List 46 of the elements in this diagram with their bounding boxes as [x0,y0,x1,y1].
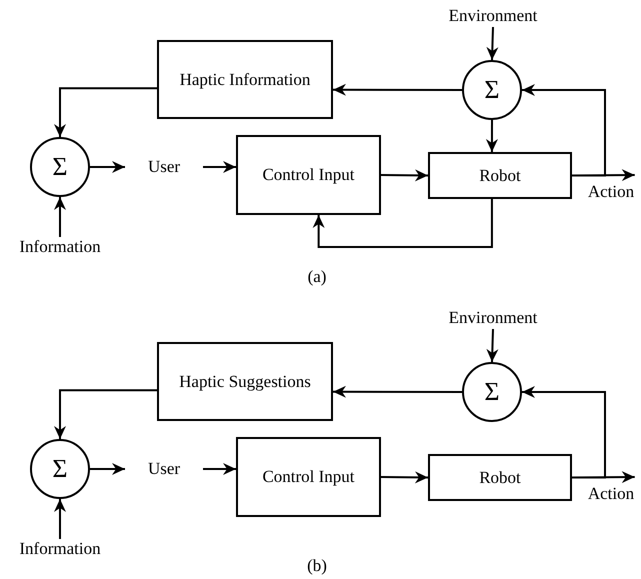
panel-caption: (a) [306,267,328,287]
arrow [54,389,157,439]
signal-label: User [125,459,203,479]
arrow [90,463,125,475]
input-label: Environment [443,307,543,329]
arrow [486,26,498,60]
arrow [203,161,236,173]
process-box [236,437,381,517]
arrow [486,120,498,152]
sigma-symbol: Σ [484,75,500,105]
input-label: Information [10,539,110,559]
arrow [203,463,236,475]
arrow [380,169,428,182]
box-label: Robot [479,468,521,488]
signal-label: User [125,157,203,177]
process-box [428,152,572,199]
arrow [380,471,428,484]
arrow [522,386,606,478]
box-label: Haptic Suggestions [179,372,311,392]
box-label: Control Input [262,165,355,185]
box-label: Robot [479,166,521,186]
process-box [428,454,572,501]
arrow [54,499,66,539]
box-label: Control Input [262,467,355,487]
output-label: Action [584,477,638,504]
arrow [572,169,635,182]
sigma-symbol: Σ [52,454,68,484]
process-box [157,342,333,421]
arrow [522,84,606,176]
arrow [90,161,125,173]
arrow [54,197,66,237]
arrow [54,87,157,137]
sigma-symbol: Σ [484,377,500,407]
arrow [312,199,493,248]
arrow [333,84,462,96]
panel-caption: (b) [306,556,328,576]
arrow [486,328,498,362]
input-label: Environment [443,5,543,27]
sigma-symbol: Σ [52,152,68,182]
arrow [333,386,462,398]
process-box [157,40,333,119]
output-label: Action [584,175,638,202]
box-label: Haptic Information [180,70,310,90]
process-box [236,135,381,215]
arrow [572,471,635,484]
input-label: Information [10,237,110,257]
